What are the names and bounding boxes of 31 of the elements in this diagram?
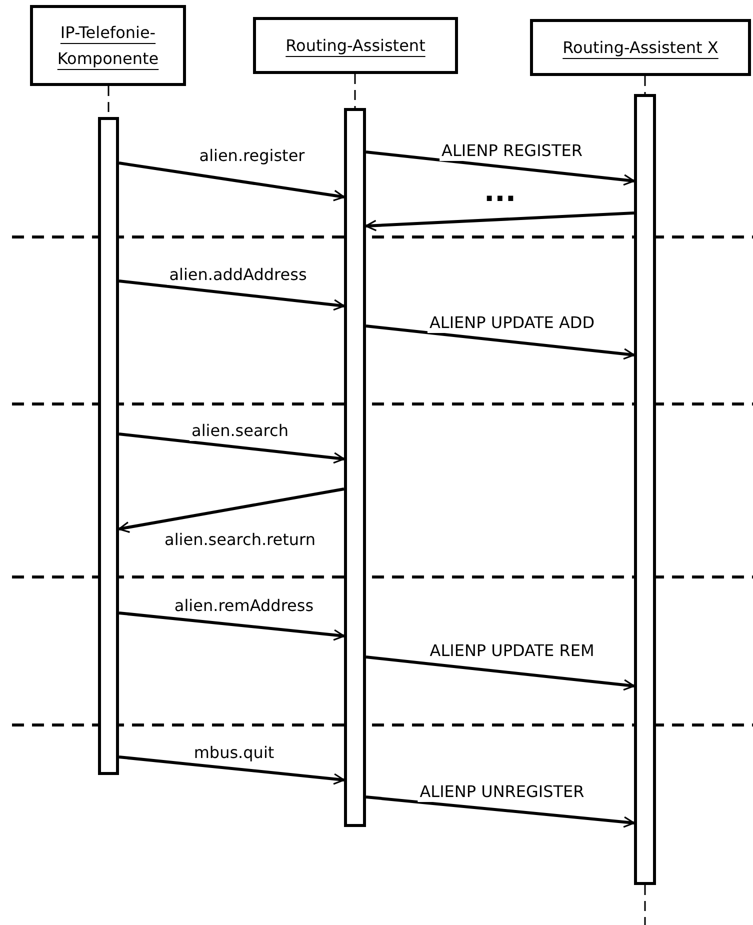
message-arrow [118,432,345,464]
lifeline [354,74,356,108]
activation-bar [344,108,366,827]
activation-bar [634,94,656,885]
edge-label: alien.addAddress [167,265,309,285]
message-arrow [366,796,635,828]
participant-name: Routing-Assistent X [562,36,718,58]
edge-label: mbus.quit [192,743,276,763]
edge-label: ALIENP UNREGISTER [418,782,586,802]
message-arrow [365,212,634,232]
edge-label: ALIENP UPDATE ADD [427,313,597,333]
participant-name: IP-Telefonie- Komponente [56,22,160,70]
message-arrow [118,280,345,311]
lifeline-header [530,19,751,76]
message-arrow [366,324,635,360]
ellipsis-label: ... [484,178,516,206]
message-arrow [118,162,345,202]
lifeline [644,76,646,94]
participant-name: Routing-Assistent [286,34,426,56]
message-arrow [118,488,344,533]
message-arrow [118,756,345,785]
message-arrow [366,150,635,186]
message-arrow [118,612,345,641]
edge-label: alien.search [190,421,290,441]
lifeline [644,885,646,925]
lifeline-header [30,5,186,86]
edge-label: alien.register [197,146,307,166]
message-arrow [366,656,635,691]
edge-label: ALIENP REGISTER [440,141,584,161]
activation-bar [98,117,119,775]
lifeline-header [253,17,458,74]
